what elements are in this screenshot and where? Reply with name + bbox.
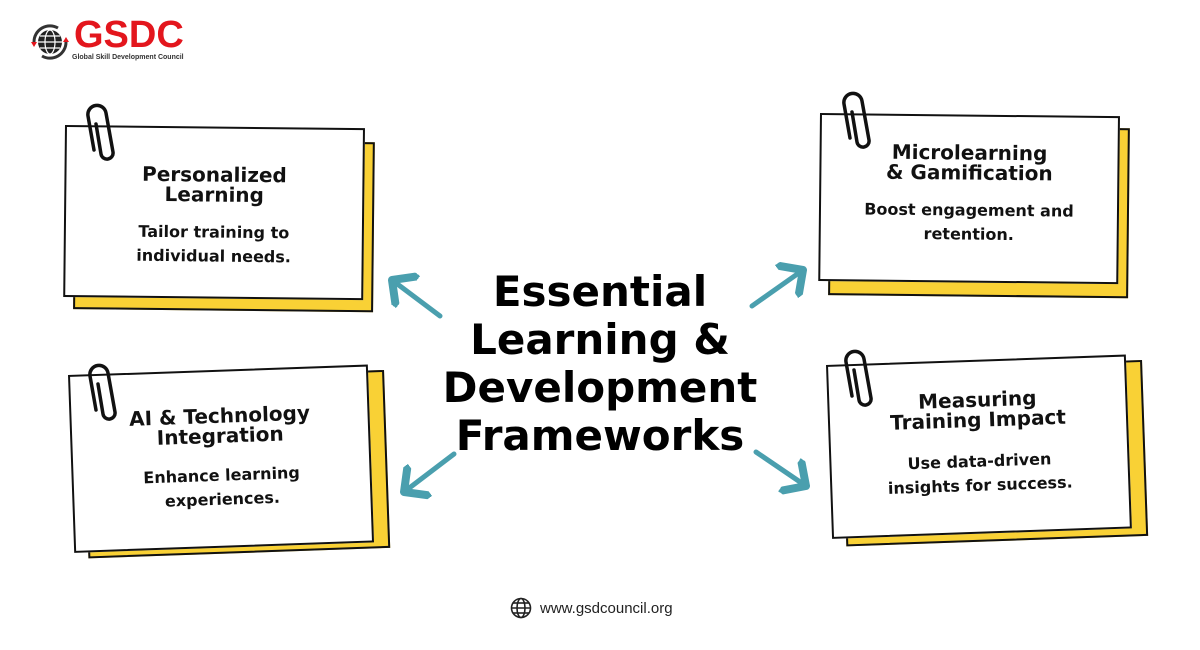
paperclip-icon	[844, 349, 873, 407]
footer: www.gsdcouncil.org	[510, 597, 673, 619]
paperclip-icon	[86, 103, 115, 161]
card-title: Personalized Learning	[142, 161, 287, 208]
title-line: Frameworks	[455, 411, 745, 460]
card-text: Enhance learning experiences.	[143, 462, 301, 511]
main-title: Essential Learning & Development Framewo…	[420, 268, 780, 460]
globe-logo-icon	[31, 24, 69, 60]
website-link[interactable]: www.gsdcouncil.org	[540, 599, 673, 617]
card-text: Boost engagement and retention.	[864, 199, 1074, 245]
globe-icon	[510, 597, 532, 619]
arrow-bottom-right	[753, 449, 806, 486]
logo-subtitle: Global Skill Development Council	[72, 54, 184, 61]
card-text: Tailor training to individual needs.	[136, 221, 292, 267]
paperclip-icon	[842, 91, 871, 149]
paperclip-icon	[88, 363, 117, 421]
title-line: Essential	[492, 267, 708, 316]
arrow-top-left	[392, 280, 443, 319]
arrow-top-right	[749, 270, 803, 309]
gsdc-logo: GSDC Global Skill Development Council	[28, 14, 198, 68]
title-line: Learning &	[470, 315, 730, 364]
arrow-bottom-left	[404, 451, 457, 492]
logo-text: GSDC	[74, 14, 184, 56]
card-text: Use data-driven insights for success.	[887, 449, 1073, 498]
title-line: Development	[442, 363, 758, 412]
